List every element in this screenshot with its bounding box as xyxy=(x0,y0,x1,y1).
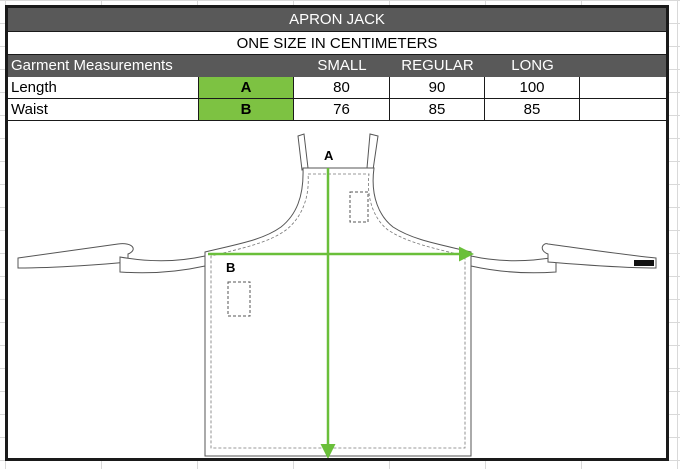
row-value-regular: 85 xyxy=(390,99,485,120)
size-chart-sheet: APRON JACK ONE SIZE IN CENTIMETERS Garme… xyxy=(5,5,669,461)
chart-subtitle: ONE SIZE IN CENTIMETERS xyxy=(8,32,666,55)
length-label: A xyxy=(324,148,334,163)
neck-straps xyxy=(297,133,379,171)
row-empty-cell xyxy=(580,99,666,120)
waist-label: B xyxy=(226,260,235,275)
row-value-small: 80 xyxy=(294,77,390,98)
table-row: Waist B 76 85 85 xyxy=(8,99,666,121)
header-code-cell xyxy=(199,55,294,77)
row-value-long: 100 xyxy=(485,77,580,98)
header-size-small: SMALL xyxy=(317,57,367,74)
stitching xyxy=(210,173,466,449)
apron-diagram: A B xyxy=(17,133,657,458)
side-pocket xyxy=(227,281,251,317)
header-row: Garment Measurements SMALL REGULAR LONG xyxy=(8,55,666,77)
chart-title: APRON JACK xyxy=(8,8,666,32)
row-code: B xyxy=(199,99,294,120)
table-row: Length A 80 90 100 xyxy=(8,77,666,99)
header-empty-cell xyxy=(580,55,666,77)
row-value-long: 85 xyxy=(485,99,580,120)
row-name: Waist xyxy=(8,99,199,120)
right-waist-tie xyxy=(470,243,657,274)
bib-pocket xyxy=(349,191,369,223)
header-size-regular: REGULAR xyxy=(401,57,474,74)
row-name: Length xyxy=(8,77,199,98)
header-label: Garment Measurements xyxy=(11,57,173,74)
header-size-long: LONG xyxy=(511,57,554,74)
row-code: A xyxy=(199,77,294,98)
row-empty-cell xyxy=(580,77,666,98)
left-waist-tie xyxy=(17,243,206,274)
apron-outline xyxy=(204,167,472,457)
row-value-small: 76 xyxy=(294,99,390,120)
row-value-regular: 90 xyxy=(390,77,485,98)
